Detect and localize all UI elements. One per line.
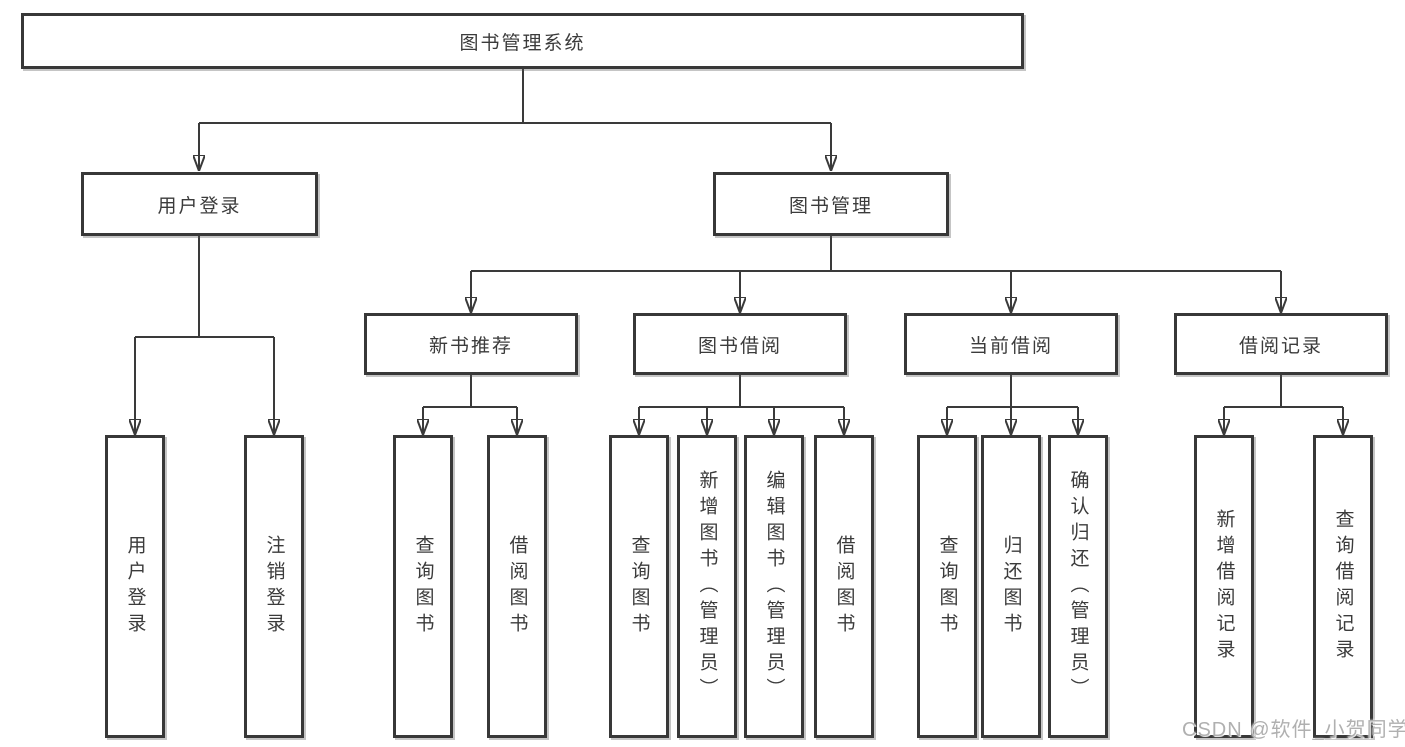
leaf-borrow-books-borrowing: 借阅图书 xyxy=(814,435,874,738)
node-book-management: 图书管理 xyxy=(713,172,949,236)
leaf-query-borrow-record: 查询借阅记录 xyxy=(1313,435,1373,738)
node-book-borrowing: 图书借阅 xyxy=(633,313,847,375)
leaf-add-borrow-record: 新增借阅记录 xyxy=(1194,435,1254,738)
leaf-edit-book-admin: 编辑图书（管理员） xyxy=(744,435,804,738)
leaf-user-login: 用户登录 xyxy=(105,435,165,738)
csdn-watermark: CSDN @软件_小贺同学 xyxy=(1182,719,1405,741)
node-borrowing-records: 借阅记录 xyxy=(1174,313,1388,375)
node-user-login: 用户登录 xyxy=(81,172,318,236)
leaf-query-books-borrowing: 查询图书 xyxy=(609,435,669,738)
node-library-system: 图书管理系统 xyxy=(21,13,1024,69)
leaf-logout-login: 注销登录 xyxy=(244,435,304,738)
node-new-book-recommendation: 新书推荐 xyxy=(364,313,578,375)
leaf-query-books-recommend: 查询图书 xyxy=(393,435,453,738)
leaf-query-books-current: 查询图书 xyxy=(917,435,977,738)
leaf-confirm-return-admin: 确认归还（管理员） xyxy=(1048,435,1108,738)
leaf-return-books: 归还图书 xyxy=(981,435,1041,738)
node-current-borrowing: 当前借阅 xyxy=(904,313,1118,375)
leaf-borrow-books-recommend: 借阅图书 xyxy=(487,435,547,738)
leaf-add-book-admin: 新增图书（管理员） xyxy=(677,435,737,738)
